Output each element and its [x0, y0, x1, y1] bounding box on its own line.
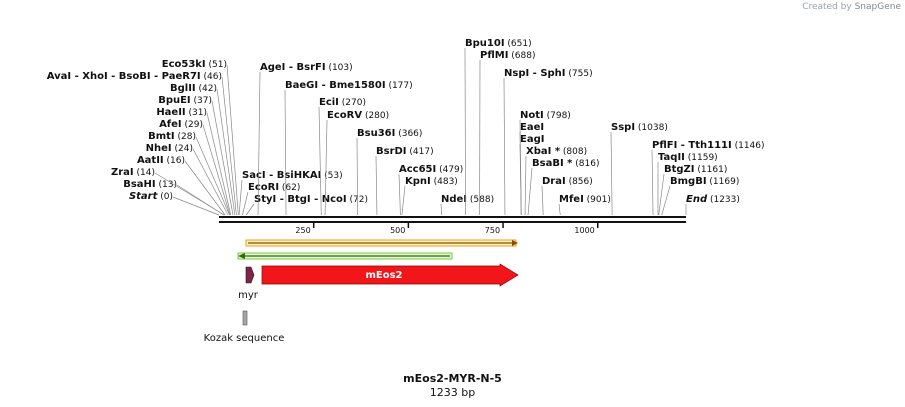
cut-site-label: End (1233): [686, 194, 740, 205]
cut-site-line: [356, 137, 358, 216]
cut-site-label: Start (0): [129, 191, 173, 202]
watermark-prefix: Created by: [802, 2, 852, 12]
cut-site-label: Acc65I (479): [399, 164, 463, 175]
cut-site-label: AgeI - BsrFI (103): [260, 62, 353, 73]
plasmid-name: mEos2-MYR-N-5: [403, 372, 502, 385]
cut-site-label: BpuEI (37): [158, 95, 212, 106]
cut-site-line: [464, 47, 466, 216]
cut-site-label: AfeI (29): [159, 119, 203, 130]
feature-label-myr: myr: [238, 290, 259, 301]
plasmid-length: 1233 bp: [429, 386, 476, 399]
cut-site-line: [195, 136, 230, 216]
cut-site-line: [221, 76, 237, 216]
feature-label-kozak: Kozak sequence: [204, 333, 285, 344]
cut-site-label: BmtI (28): [148, 131, 196, 142]
axis-tick-label: 250: [295, 226, 310, 235]
cut-site-line: [318, 106, 322, 216]
cut-site-line: [440, 203, 443, 216]
cut-site-line: [658, 173, 665, 216]
cut-site-line: [558, 203, 561, 216]
cut-site-line: [216, 88, 236, 216]
cut-site-label: EciI (270): [319, 97, 366, 108]
cut-site-line: [651, 149, 654, 216]
cut-site-line: [284, 89, 287, 216]
axis-tick-label: 500: [390, 226, 405, 235]
cut-site-label: BsrDI (417): [376, 146, 434, 157]
cut-site-line: [154, 172, 225, 216]
cut-site-label: EcoRV (280): [327, 110, 389, 121]
cut-site-label: SacI - BsiHKAI (53): [242, 170, 343, 181]
cut-site-label: PflMI (688): [480, 50, 535, 61]
cut-site-line: [192, 148, 229, 216]
cut-site-label: AvaI - XhoI - BsoBI - PaeR7I (46): [47, 71, 222, 82]
cut-site-line: [257, 71, 261, 216]
cut-site-label: Bpu10I (651): [465, 38, 532, 49]
cut-site-line: [324, 119, 328, 216]
cut-site-line: [524, 155, 527, 216]
sequence-top-strand: [219, 216, 686, 218]
cut-site-line: [401, 185, 406, 216]
feature-label-meos2: mEos2: [365, 270, 402, 281]
cut-site-label: NheI (24): [146, 143, 193, 154]
cut-site-label: PflFI - Tth111I (1146): [652, 140, 765, 151]
cut-site-line: [202, 124, 231, 216]
orf-forward-arrow-icon: [512, 240, 518, 246]
cut-site-label: BtgZI (1161): [664, 164, 727, 175]
cut-site-label: XbaI * (808): [526, 146, 587, 157]
cut-site-label: KpnI (483): [405, 176, 458, 187]
cut-site-label: BsaHI (13): [123, 179, 177, 190]
feature-meos2: [261, 263, 519, 287]
cut-site-line: [610, 131, 613, 216]
cut-site-line: [503, 77, 506, 216]
watermark: Created by SnapGene: [802, 2, 901, 12]
cut-site-label: Eco53kI (51): [162, 59, 227, 70]
cut-site-label: EagI: [520, 134, 544, 145]
cut-site-line: [661, 185, 671, 216]
cut-site-line: [172, 196, 220, 216]
cut-site-label: BsaBI * (816): [532, 158, 599, 169]
watermark-brand: SnapGene: [854, 2, 901, 12]
cut-site-label: TaqII (1159): [658, 152, 718, 163]
cut-site-line: [245, 203, 255, 216]
cut-site-line: [375, 155, 378, 216]
cut-site-label: NspI - SphI (755): [504, 68, 593, 79]
cut-site-line: [184, 160, 226, 216]
cut-site-label: HaeII (31): [156, 107, 207, 118]
cut-site-label: MfeI (901): [559, 194, 611, 205]
cut-site-label: ZraI (14): [111, 167, 155, 178]
cut-site-line: [211, 100, 234, 216]
cut-site-label: BglII (42): [170, 83, 217, 94]
cut-site-label: DraI (856): [542, 176, 593, 187]
cut-site-line: [541, 185, 544, 216]
cut-site-label: NotI (798): [520, 110, 571, 121]
orf-reverse-arrow-icon: [238, 253, 245, 259]
cut-site-label: NdeI (588): [441, 194, 494, 205]
cut-site-line: [206, 112, 232, 216]
cut-site-line: [238, 179, 243, 216]
feature-myr: [245, 266, 255, 284]
cut-site-line: [519, 143, 522, 216]
axis-tick-label: 1000: [574, 226, 594, 235]
cut-site-label: Bsu36I (366): [357, 128, 422, 139]
cut-site-label: BaeGI - Bme1580I (177): [285, 80, 413, 91]
cut-site-line: [398, 173, 401, 216]
cut-site-label: EcoRI (62): [248, 182, 300, 193]
axis-tick-label: 750: [485, 226, 500, 235]
cut-site-line: [527, 167, 533, 216]
cut-site-label: EaeI: [520, 122, 544, 133]
feature-kozak: [242, 310, 248, 326]
cut-site-label: BmgBI (1169): [670, 176, 739, 187]
sequence-bottom-strand: [219, 221, 686, 223]
cut-site-label: SspI (1038): [611, 122, 668, 133]
cut-site-line: [226, 64, 239, 216]
cut-site-line: [242, 191, 249, 216]
cut-site-label: StyI - BtgI - NcoI (72): [254, 194, 368, 205]
cut-site-label: AatII (16): [137, 155, 185, 166]
